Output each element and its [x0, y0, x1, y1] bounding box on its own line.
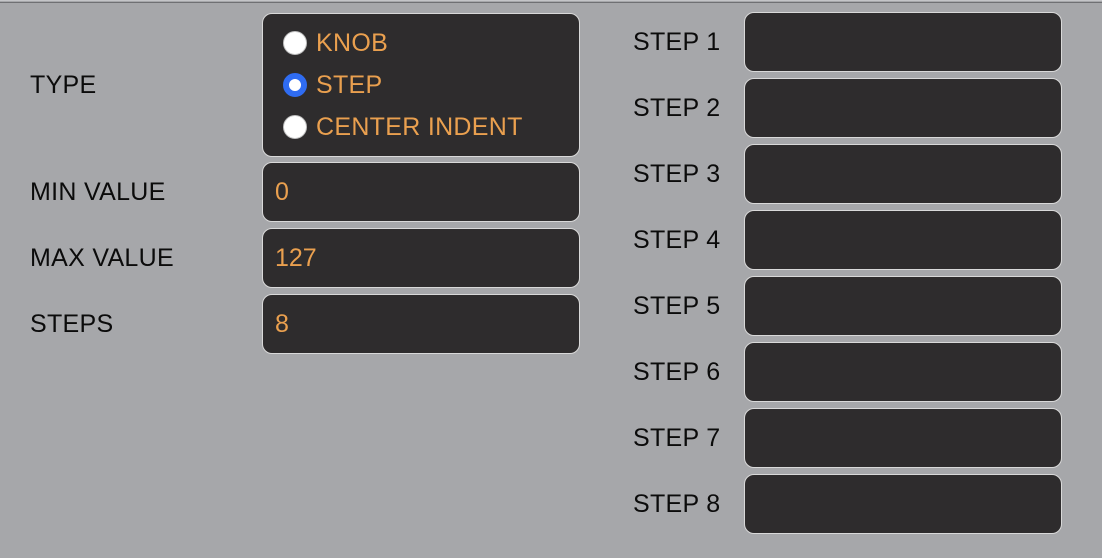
step-6-label: STEP 6	[633, 358, 721, 386]
step-2-input[interactable]	[744, 78, 1062, 138]
type-option-label: CENTER INDENT	[316, 113, 523, 141]
step-4-input[interactable]	[744, 210, 1062, 270]
type-option-label: KNOB	[316, 29, 389, 57]
step-5-label: STEP 5	[633, 292, 721, 320]
step-1-input[interactable]	[744, 12, 1062, 72]
step-1-label: STEP 1	[633, 28, 721, 56]
type-label: TYPE	[30, 71, 97, 99]
step-8-input[interactable]	[744, 474, 1062, 534]
step-encoder-settings-panel: TYPE KNOB STEP CENTER INDENT MIN VALUE 0…	[0, 3, 1102, 558]
steps-input[interactable]: 8	[262, 294, 580, 354]
radio-checked-icon[interactable]	[283, 73, 307, 97]
step-7-input[interactable]	[744, 408, 1062, 468]
step-2-label: STEP 2	[633, 94, 721, 122]
min-value-label: MIN VALUE	[30, 178, 166, 206]
radio-unchecked-icon[interactable]	[283, 115, 307, 139]
max-value-label: MAX VALUE	[30, 244, 174, 272]
type-option-center-indent[interactable]: CENTER INDENT	[283, 110, 523, 144]
step-4-label: STEP 4	[633, 226, 721, 254]
step-7-label: STEP 7	[633, 424, 721, 452]
min-value-input[interactable]: 0	[262, 162, 580, 222]
type-option-knob[interactable]: KNOB	[283, 26, 388, 60]
step-3-input[interactable]	[744, 144, 1062, 204]
step-5-input[interactable]	[744, 276, 1062, 336]
steps-label: STEPS	[30, 310, 114, 338]
type-option-step[interactable]: STEP	[283, 68, 383, 102]
top-divider	[0, 0, 1102, 3]
type-radio-group: KNOB STEP CENTER INDENT	[262, 13, 580, 157]
step-6-input[interactable]	[744, 342, 1062, 402]
step-3-label: STEP 3	[633, 160, 721, 188]
radio-unchecked-icon[interactable]	[283, 31, 307, 55]
max-value-input[interactable]: 127	[262, 228, 580, 288]
type-option-label: STEP	[316, 71, 383, 99]
step-8-label: STEP 8	[633, 490, 721, 518]
